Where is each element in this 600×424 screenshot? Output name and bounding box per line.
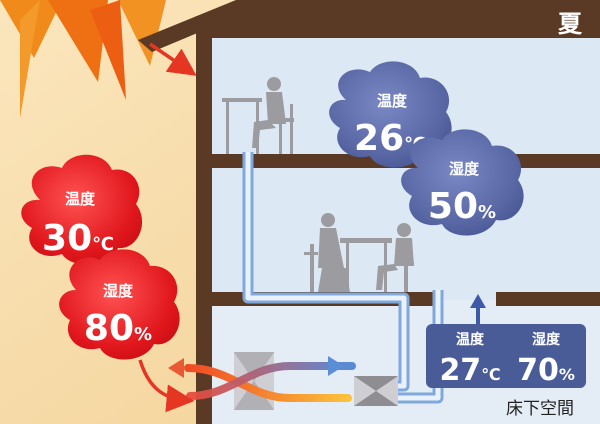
outdoor-temp-label: 温度 xyxy=(65,190,96,208)
outdoor-temp-value: 30℃ xyxy=(42,218,114,259)
underfloor-temp-label: 温度 xyxy=(456,331,485,348)
underfloor-temp-value: 27℃ xyxy=(439,353,500,388)
indoor-temp-label: 温度 xyxy=(377,92,408,110)
airflow-arrows xyxy=(168,356,356,402)
indoor-humidity-cloud: 湿度 50% xyxy=(401,129,524,236)
underfloor-humidity-label: 湿度 xyxy=(532,331,561,348)
upstairs-person-icon xyxy=(222,77,294,154)
downstairs-family-icon xyxy=(304,213,414,292)
underfloor-space-label: 床下空間 xyxy=(506,399,574,419)
underfloor-readout-box: 温度 27℃ 湿度 70% xyxy=(426,324,586,388)
season-label: 夏 xyxy=(558,10,583,38)
first-floor-beam-right xyxy=(496,292,600,306)
outdoor-humidity-cloud: 湿度 80% xyxy=(59,249,180,360)
outdoor-temperature-cloud: 温度 30℃ xyxy=(21,154,143,265)
outdoor-humidity-label: 湿度 xyxy=(103,282,134,300)
outdoor-intake-arrow-icon xyxy=(138,359,195,413)
roof xyxy=(138,0,600,52)
outer-wall xyxy=(196,38,212,424)
heat-arrow-icon xyxy=(149,42,197,76)
outdoor-humidity-value: 80% xyxy=(84,308,152,349)
underfloor-humidity-value: 70% xyxy=(517,353,575,388)
indoor-humidity-label: 湿度 xyxy=(449,160,480,178)
indoor-temp-value: 26℃ xyxy=(354,118,426,159)
indoor-humidity-value: 50% xyxy=(428,186,496,227)
